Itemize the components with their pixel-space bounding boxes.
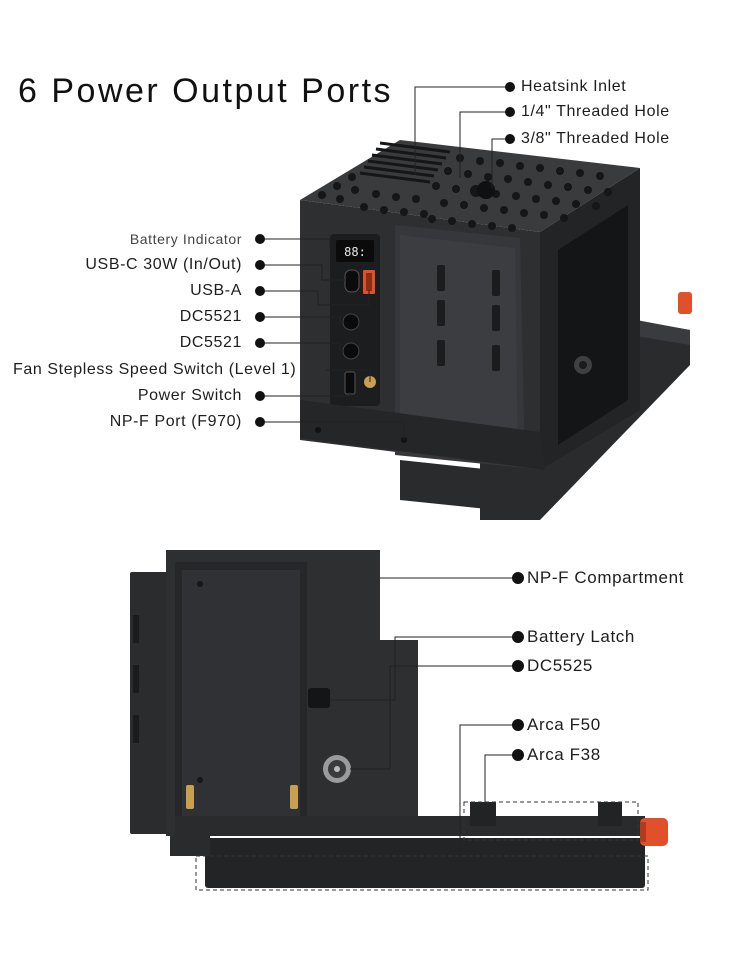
label-quarter-inch-hole: 1/4" Threaded Hole [521,103,670,120]
label-arca-f50: Arca F50 [527,715,601,734]
label-usb-a: USB-A [190,282,242,299]
bottom-product-image [130,550,668,891]
label-dc5521-2: DC5521 [179,334,242,351]
label-heatsink-inlet: Heatsink Inlet [521,78,627,95]
top-product-image: 88: [300,140,692,520]
label-arca-f38: Arca F38 [527,745,601,764]
label-three-eighths-hole: 3/8" Threaded Hole [521,130,670,147]
label-fan-switch: Fan Stepless Speed Switch (Level 1) [13,361,297,378]
page-title: 6 Power Output Ports [18,72,394,110]
label-battery-latch: Battery Latch [527,627,635,646]
label-usb-c: USB-C 30W (In/Out) [85,256,242,273]
label-dc5521-1: DC5521 [179,308,242,325]
label-npf-port: NP-F Port (F970) [109,413,242,430]
label-battery-indicator: Battery Indicator [129,231,242,247]
battery-display-readout: 88: [344,245,366,259]
label-power-switch: Power Switch [137,387,242,404]
label-dc5525: DC5525 [527,656,593,675]
label-npf-compartment: NP-F Compartment [527,568,684,587]
